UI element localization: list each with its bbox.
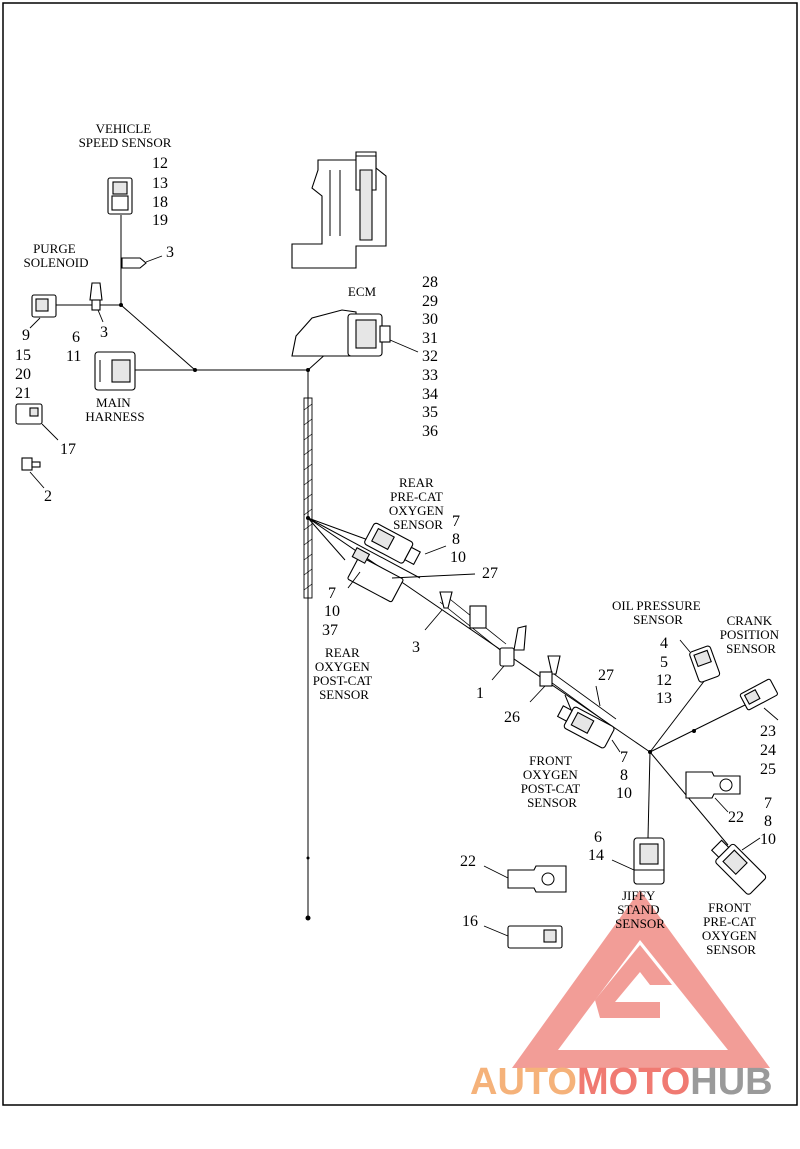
callout-clip-3: 3 <box>412 639 420 656</box>
front-post-cat-oxygen-sensor-connector <box>556 705 615 749</box>
purge-clip <box>89 282 103 311</box>
harness-wires <box>56 215 746 921</box>
label-ecm: ECM <box>348 284 377 299</box>
label-oil-pressure: OIL PRESSURE SENSOR <box>612 598 704 627</box>
front-pre-cat-oxygen-sensor-connector <box>710 839 767 895</box>
label-jiffy-stand: JIFFY STAND SENSOR <box>615 888 665 931</box>
callout-jiffy: 6 14 <box>588 829 606 864</box>
main-harness-connector <box>94 351 136 391</box>
callout-main: 6 11 <box>66 329 84 365</box>
terminal-part-2 <box>21 457 45 489</box>
bracket-part-22-upper <box>685 771 741 813</box>
callout-vss-clip: 3 <box>166 244 174 261</box>
label-main-harness: MAIN HARNESS <box>85 395 144 424</box>
bracket-part-22-lower <box>483 865 567 893</box>
callout-ecm: 28 29 30 31 32 33 34 35 36 <box>422 274 442 440</box>
connector-part-16 <box>483 925 563 949</box>
connector-part-17 <box>15 403 59 441</box>
callout-16: 16 <box>462 913 478 930</box>
vss-clip <box>121 255 163 269</box>
callout-purge-clip: 3 <box>100 324 108 341</box>
purge-solenoid-connector <box>31 294 57 318</box>
label-rear-post-cat: REAR OXYGEN POST-CAT SENSOR <box>313 645 376 702</box>
label-front-post-cat: FRONT OXYGEN POST-CAT SENSOR <box>521 753 584 810</box>
callout-22b: 22 <box>460 853 476 870</box>
callout-rear-post: 7 10 37 <box>322 585 344 639</box>
rear-pre-cat-oxygen-sensor-connector <box>364 522 421 566</box>
crank-position-sensor-connector <box>739 678 778 711</box>
label-purge: PURGE SOLENOID <box>24 241 89 270</box>
callout-17: 17 <box>60 441 76 458</box>
label-rear-pre-cat: REAR PRE-CAT OXYGEN SENSOR <box>389 475 447 532</box>
callout-purge-nums: 9 15 20 21 <box>15 327 35 402</box>
vehicle-speed-sensor-connector <box>107 177 133 215</box>
callout-22a: 22 <box>728 809 744 826</box>
oil-pressure-sensor-connector <box>689 645 721 683</box>
callout-2: 2 <box>44 488 52 505</box>
watermark-auto: AUTO <box>470 1061 577 1103</box>
jiffy-stand-sensor-connector <box>633 837 665 885</box>
watermark-moto: MOTO <box>577 1061 690 1103</box>
callout-27b: 27 <box>598 667 614 684</box>
ecm-connector <box>291 309 419 357</box>
callout-vss: 12 13 18 19 <box>152 155 172 229</box>
ecm-module <box>291 151 387 269</box>
label-crank-position: CRANK POSITION SENSOR <box>720 613 782 656</box>
callout-numbers: 12 13 18 19 3 3 9 15 20 21 6 11 17 2 28 … <box>15 155 780 930</box>
watermark-hub: HUB <box>690 1061 772 1103</box>
svg-text:AUTOMOTOHUB: AUTOMOTOHUB <box>470 1061 773 1103</box>
callout-oil: 4 5 12 13 <box>656 635 676 707</box>
label-vss: VEHICLE SPEED SENSOR <box>79 121 172 150</box>
page-border <box>2 2 798 1106</box>
rear-post-cat-oxygen-sensor-connector <box>347 547 404 603</box>
component-labels: VEHICLE SPEED SENSOR PURGE SOLENOID MAIN… <box>24 121 782 957</box>
callout-crank: 23 24 25 <box>760 723 780 778</box>
label-front-pre-cat: FRONT PRE-CAT OXYGEN SENSOR <box>702 900 760 957</box>
callout-front-post: 7 8 10 <box>616 749 632 802</box>
grommet-part-1 <box>499 625 527 667</box>
callout-rear-pre: 7 8 10 <box>450 513 466 566</box>
callout-27a: 27 <box>482 565 498 582</box>
harness-clip <box>439 591 487 629</box>
callout-1: 1 <box>476 685 484 702</box>
watermark-logo <box>512 890 770 1068</box>
callout-26: 26 <box>504 709 520 726</box>
callout-front-pre: 7 8 10 <box>760 795 776 848</box>
clip-part-26 <box>539 655 561 687</box>
